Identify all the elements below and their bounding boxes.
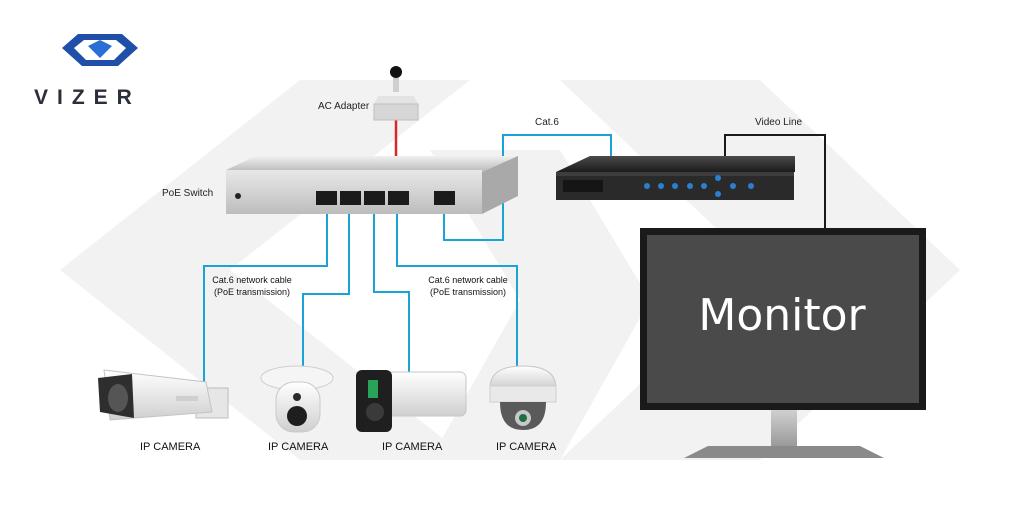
camera-label-2: IP CAMERA <box>268 441 329 453</box>
video-line-label: Video Line <box>755 117 803 128</box>
ip-camera-bullet-3 <box>356 370 467 432</box>
cable-camera-1 <box>203 205 328 390</box>
monitor-label: Monitor <box>698 290 866 341</box>
camera-label-3: IP CAMERA <box>382 441 443 453</box>
nvr-buttons <box>644 175 754 197</box>
cable-camera-4 <box>396 205 518 366</box>
ac-adapter-label: AC Adapter <box>318 101 370 112</box>
cable-label-left: Cat.6 network cable (PoE transmission) <box>204 274 300 298</box>
cable-label-left-line2: (PoE transmission) <box>213 287 291 297</box>
ip-camera-turret-2 <box>260 365 334 433</box>
network-cables <box>203 134 612 390</box>
cable-camera-2 <box>302 205 350 372</box>
cable-label-right-line2: (PoE transmission) <box>429 287 507 297</box>
vizer-logo-icon <box>62 34 138 66</box>
monitor <box>640 228 926 458</box>
video-line-cable <box>724 134 826 230</box>
cable-label-right: Cat.6 network cable (PoE transmission) <box>420 274 516 298</box>
cable-label-right-line1: Cat.6 network cable <box>428 275 508 285</box>
ip-camera-dome-4 <box>489 365 557 430</box>
camera-label-1: IP CAMERA <box>140 441 201 453</box>
ip-camera-bullet-1 <box>98 369 229 421</box>
cable-camera-3 <box>373 205 410 376</box>
camera-label-4: IP CAMERA <box>496 441 557 453</box>
cable-label-left-line1: Cat.6 network cable <box>212 275 292 285</box>
brand-name: VIZER <box>34 86 141 109</box>
poe-switch <box>226 156 518 214</box>
cat6-label: Cat.6 <box>535 117 559 128</box>
nvr-recorder <box>556 156 795 200</box>
switch-ports <box>316 191 455 205</box>
ac-adapter <box>373 66 419 121</box>
poe-switch-label: PoE Switch <box>162 188 214 199</box>
